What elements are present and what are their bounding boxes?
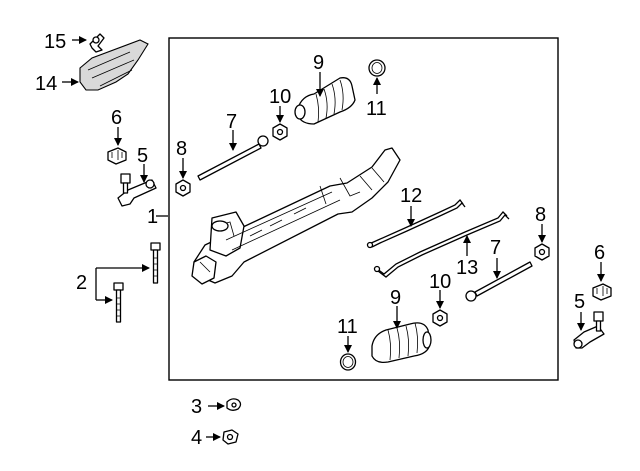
callout-3: 3 — [191, 396, 202, 418]
callout-14: 14 — [35, 73, 57, 95]
tie-rod-end[interactable] — [117, 173, 157, 207]
callout-11-top: 11 — [366, 98, 387, 120]
boot-clamp-ring[interactable] — [339, 353, 357, 371]
clip[interactable] — [226, 398, 242, 411]
callout-12: 12 — [400, 185, 422, 207]
callout-8-left: 8 — [176, 138, 187, 160]
callout-9-bottom: 9 — [390, 287, 401, 309]
callout-6-left: 6 — [111, 107, 122, 129]
pressure-line[interactable] — [366, 199, 466, 249]
bellows-boot[interactable] — [294, 77, 356, 125]
nut[interactable] — [222, 429, 239, 445]
callout-7-right: 7 — [490, 237, 501, 259]
heat-shield[interactable] — [79, 39, 149, 91]
mounting-bolt[interactable] — [113, 282, 124, 323]
callout-11-bottom: 11 — [337, 316, 358, 338]
return-line[interactable] — [373, 211, 510, 278]
castle-nut[interactable] — [107, 147, 127, 165]
inner-tie-rod[interactable] — [465, 261, 533, 302]
callout-13: 13 — [456, 257, 478, 279]
callout-1: 1 — [147, 206, 158, 228]
callout-8-right: 8 — [535, 204, 546, 226]
steering-gear-rack-housing[interactable] — [191, 147, 401, 285]
jam-nut[interactable] — [175, 179, 191, 197]
lock-nut[interactable] — [432, 309, 448, 327]
callout-6-right: 6 — [594, 242, 605, 264]
jam-nut[interactable] — [534, 243, 550, 261]
callout-15: 15 — [44, 31, 66, 53]
mounting-bolt[interactable] — [150, 242, 161, 284]
callout-9-top: 9 — [313, 52, 324, 74]
callout-5-left: 5 — [137, 145, 148, 167]
callout-2: 2 — [76, 272, 87, 294]
callout-10-bottom: 10 — [429, 271, 451, 293]
callout-4: 4 — [191, 427, 202, 449]
rack-assembly-frame — [168, 37, 559, 381]
castle-nut[interactable] — [592, 283, 612, 301]
lock-nut[interactable] — [272, 123, 288, 141]
bellows-boot[interactable] — [371, 322, 432, 364]
tie-rod-end[interactable] — [573, 311, 605, 349]
push-pin[interactable] — [89, 33, 105, 53]
callout-10-top: 10 — [269, 86, 291, 108]
inner-tie-rod[interactable] — [197, 135, 269, 181]
callout-7-top: 7 — [226, 111, 237, 133]
boot-clamp-ring[interactable] — [368, 59, 386, 77]
callout-5-right: 5 — [574, 291, 585, 313]
